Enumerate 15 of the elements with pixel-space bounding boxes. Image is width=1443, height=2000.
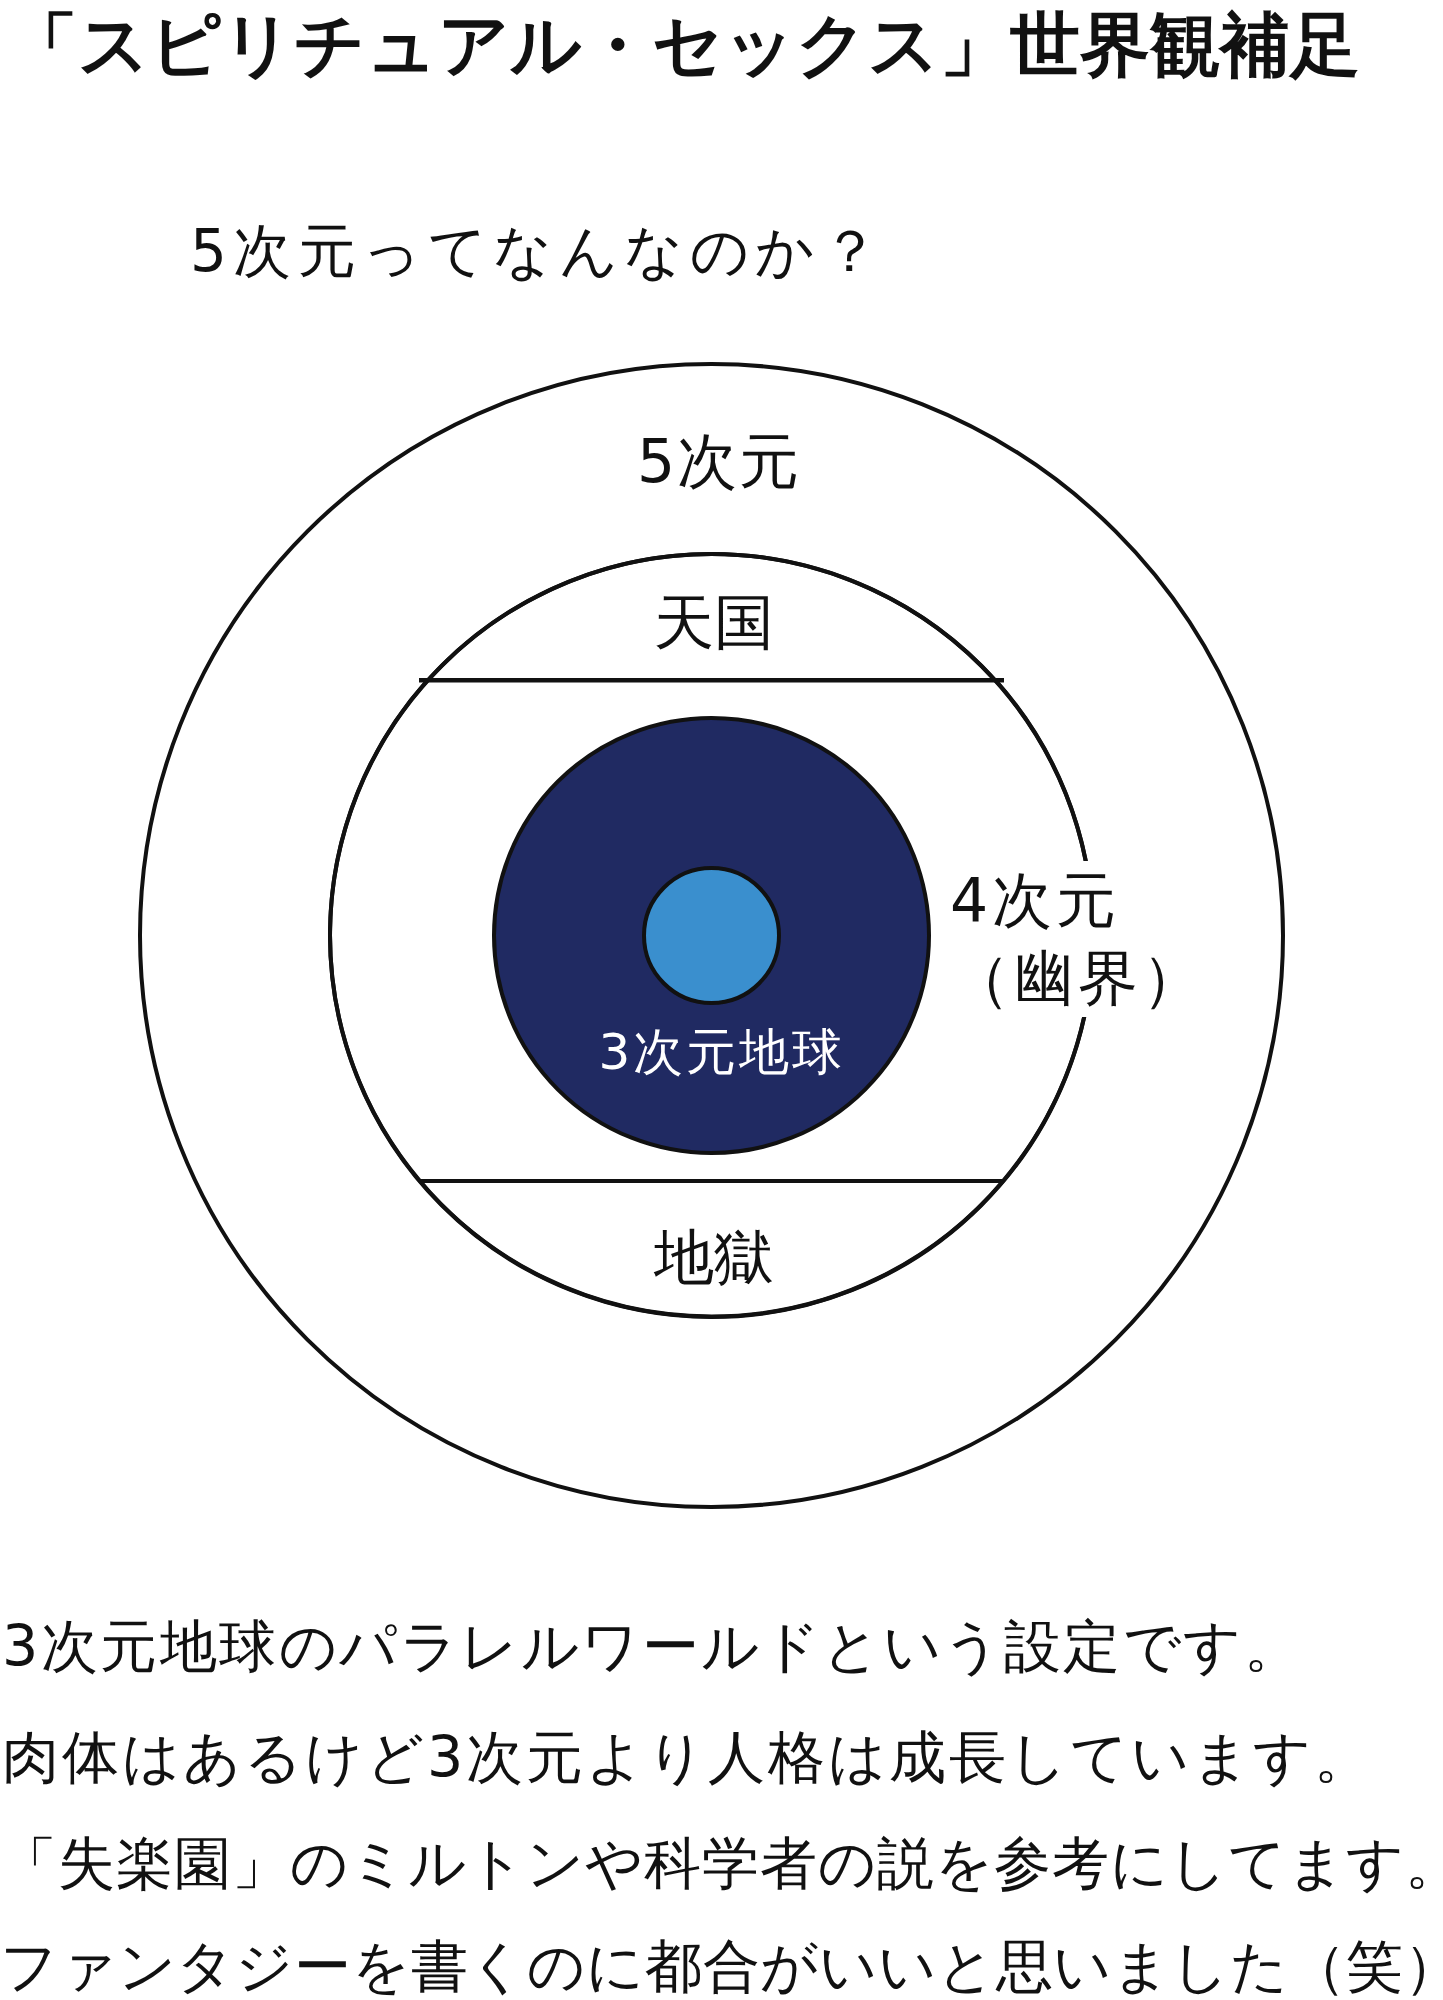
paragraph: ファンタジーを書くのに都合がいいと思いました（笑） — [0, 1934, 1443, 1998]
paragraph: 3次元地球のパラレルワールドという設定です。 — [2, 1614, 1304, 1678]
outer-circle — [138, 361, 1285, 1509]
core-disc — [642, 865, 781, 1005]
bottom-segment — [419, 1179, 1004, 1319]
top-segment — [419, 551, 1004, 682]
inner-disc — [492, 715, 931, 1155]
region-label: 天国 — [654, 586, 774, 658]
title: 「スピリチュアル・セックス」世界観補足 — [8, 3, 1360, 87]
paragraph: 肉体はあるけど3次元より人格は成長しています。 — [2, 1725, 1375, 1789]
region-label: 3次元地球 — [598, 1022, 846, 1082]
region-label: 5次元 — [636, 425, 802, 497]
paragraph: 「失楽園」のミルトンや科学者の説を参考にしてます。 — [0, 1831, 1443, 1895]
heading: 5次元ってなんなのか？ — [190, 217, 886, 287]
region-label: 地獄 — [654, 1221, 774, 1293]
